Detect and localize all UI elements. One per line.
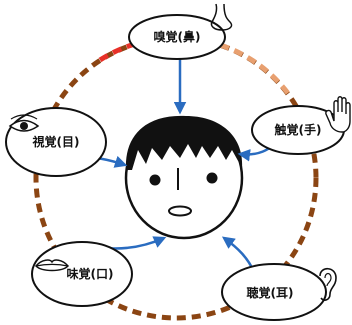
hand-icon (325, 96, 351, 133)
hair (125, 115, 243, 170)
left-eye (149, 174, 161, 186)
mouth-icon (34, 259, 70, 272)
touch-label: 触覚(手) (275, 122, 322, 137)
ear-icon (319, 267, 337, 301)
sight-node: 視覚(目) (5, 107, 107, 177)
smell-label: 嗅覚(鼻) (154, 29, 201, 44)
taste-node: 味覚(口) (31, 241, 133, 307)
smell-node: 嗅覚(鼻) (128, 3, 233, 60)
touch-node: 触覚(手) (251, 96, 351, 155)
nose-icon (210, 3, 233, 31)
sight-label: 視覚(目) (32, 134, 80, 149)
face (124, 115, 244, 240)
right-eye (206, 172, 218, 184)
hearing-node: 聴覚(耳) (221, 263, 337, 321)
taste-label: 味覚(口) (67, 266, 114, 281)
mouth (168, 205, 192, 217)
taste-arrow (103, 236, 167, 250)
hearing-label: 聴覚(耳) (247, 285, 294, 300)
eye-icon (8, 114, 40, 132)
